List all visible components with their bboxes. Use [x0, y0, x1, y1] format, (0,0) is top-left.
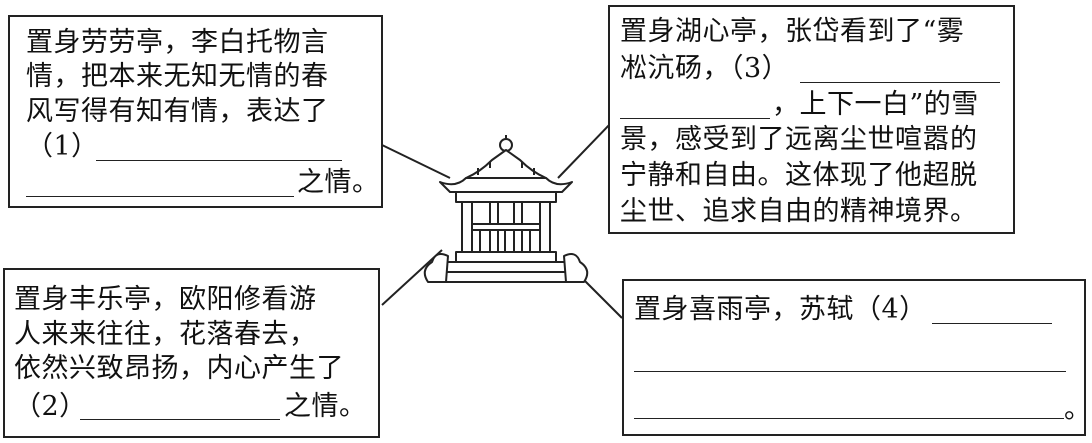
box3-line-3: 依然兴致昂扬，内心产生了	[14, 353, 344, 384]
connector-bottom-right	[581, 277, 623, 319]
box2-line-5: 宁静和自由。这体现了他超脱	[620, 160, 978, 191]
box4-line-1: 置身喜雨亭，苏轼（4）	[634, 294, 927, 325]
box2-line-6: 尘世、追求自由的精神境界。	[620, 196, 978, 227]
box2-line-3: ，上下一白”的雪	[772, 89, 979, 120]
connector-top-right	[557, 121, 613, 179]
answer-blank-4a[interactable]	[932, 323, 1052, 324]
box4-line-end: 。	[1064, 394, 1092, 425]
text-box-li-bai	[8, 15, 383, 208]
box3-blank-label: （2）	[14, 391, 87, 422]
box3-line-1: 置身丰乐亭，欧阳修看游	[14, 284, 317, 315]
pavilion-icon	[423, 135, 589, 283]
box1-line-1: 置身劳劳亭，李白托物言	[26, 27, 329, 58]
box2-line-4: 景，感受到了远离尘世喧嚣的	[620, 124, 978, 155]
answer-blank-3b[interactable]	[620, 118, 770, 119]
answer-blank-1a[interactable]	[96, 160, 342, 161]
text-box-su-shi	[622, 279, 1086, 436]
box1-line-end: 之情。	[297, 167, 380, 198]
box2-line-1: 置身湖心亭，张岱看到了“雾	[620, 16, 965, 47]
box3-line-end: 之情。	[284, 391, 367, 422]
connector-top-left	[381, 144, 451, 179]
box1-line-3: 风写得有知有情，表达了	[26, 96, 329, 127]
box1-blank-label-1: （1）	[26, 131, 99, 162]
box3-line-2: 人来来往往，花落春去，	[14, 319, 317, 350]
answer-blank-1b[interactable]	[26, 196, 294, 197]
answer-blank-4b[interactable]	[634, 371, 1066, 372]
answer-blank-3a[interactable]	[800, 82, 1000, 83]
answer-blank-4c[interactable]	[634, 418, 1064, 419]
text-box-zhang-dai	[608, 5, 1015, 234]
connector-lines	[381, 121, 623, 319]
answer-blank-2[interactable]	[80, 419, 280, 420]
box1-line-2: 情，把本来无知无情的春	[26, 61, 329, 92]
connector-bottom-left	[381, 249, 443, 306]
box2-line-2: 凇沆砀，（3）	[620, 53, 790, 84]
text-box-ouyang-xiu	[3, 268, 380, 438]
